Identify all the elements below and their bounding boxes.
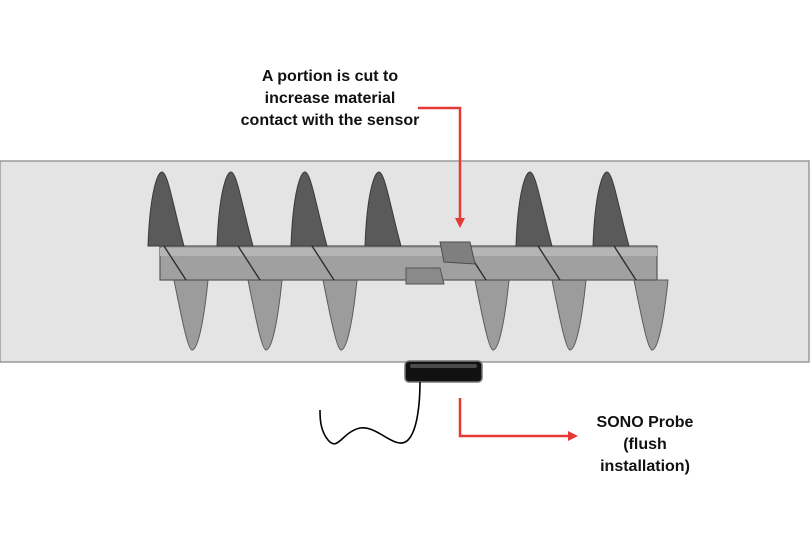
flight-upper-4 bbox=[364, 171, 402, 247]
flight-lower-3 bbox=[322, 279, 358, 351]
flight-upper-6 bbox=[592, 171, 630, 247]
flight-lower-4 bbox=[474, 279, 510, 351]
shaft-highlight bbox=[160, 248, 657, 256]
flight-upper-1 bbox=[147, 171, 185, 247]
flight-upper-2 bbox=[216, 171, 254, 247]
cut-arrow bbox=[418, 106, 465, 228]
probe-cable bbox=[319, 381, 421, 445]
flight-lower-6 bbox=[633, 279, 669, 351]
sono-probe-face bbox=[410, 364, 477, 368]
probe-annotation: SONO Probe (flush installation) bbox=[596, 414, 694, 475]
cut-flight-section-top bbox=[439, 241, 476, 265]
flight-crossing-2 bbox=[237, 245, 261, 281]
flight-lower-1 bbox=[173, 279, 209, 351]
flight-crossing-3 bbox=[311, 245, 335, 281]
flight-upper-3 bbox=[290, 171, 328, 247]
cut-annotation: A portion is cut to increase material co… bbox=[240, 68, 420, 129]
flight-lower-5 bbox=[551, 279, 587, 351]
flight-lower-2 bbox=[247, 279, 283, 351]
probe-arrow bbox=[458, 398, 578, 441]
lower-flights bbox=[173, 279, 669, 351]
flight-crossing-6 bbox=[613, 245, 637, 281]
flight-upper-5 bbox=[515, 171, 553, 247]
flight-crossing-5 bbox=[537, 245, 561, 281]
upper-flights bbox=[147, 171, 637, 281]
flight-crossing-1 bbox=[163, 245, 187, 281]
cut-flight-section-bottom bbox=[405, 267, 445, 285]
